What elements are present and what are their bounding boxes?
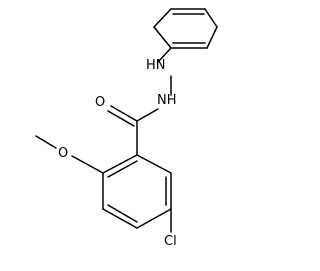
ring-bond (102, 154, 138, 174)
hydrazine-nitrogen-label: HN (146, 58, 166, 73)
ring-bond (153, 26, 172, 49)
carbonyl-nitrogen-bond (136, 108, 159, 122)
ring-bond (102, 208, 138, 229)
ring-bond (136, 208, 172, 229)
ring-inner-double-bond (107, 160, 138, 178)
ring-bond (153, 8, 172, 28)
aryl-oxygen-bond (71, 155, 104, 174)
methyl-oxygen-bond (35, 135, 57, 149)
carbonyl-double-bond-outer (110, 105, 138, 122)
nitrogen-phenyl-bond (157, 47, 172, 63)
benzoyl-ring (102, 154, 172, 229)
carbonyl-double-bond-inner (107, 110, 135, 127)
methoxy-oxygen-label: O (58, 146, 68, 161)
molecule-diagram: O O NH HN Cl (35, 8, 218, 249)
ring-bond (204, 8, 218, 28)
amide-nitrogen-label: NH (157, 93, 177, 108)
ring-inner-double-bond (107, 204, 138, 223)
ring-bond (136, 154, 172, 174)
ring-bond (206, 26, 218, 49)
chlorine-label: Cl (164, 234, 177, 249)
carbonyl-oxygen-label: O (95, 95, 105, 110)
phenyl-ring (153, 8, 218, 49)
